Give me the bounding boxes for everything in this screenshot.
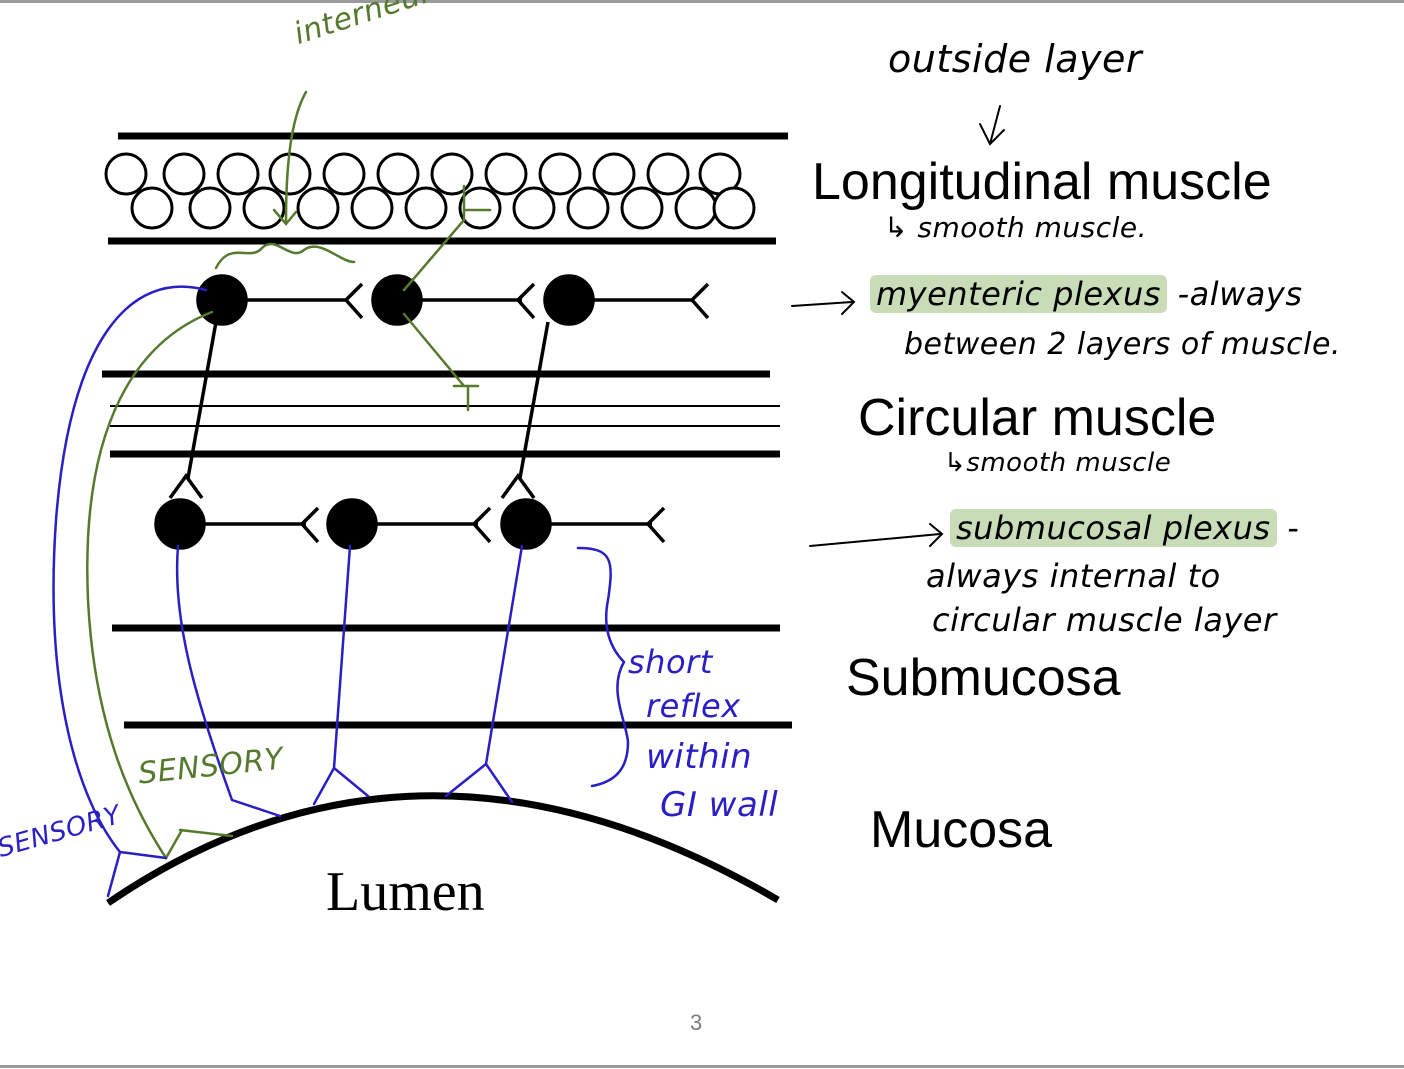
submucosal-afferent-1 xyxy=(175,544,282,818)
slide-top-border xyxy=(0,0,1404,3)
muscle-cell xyxy=(646,152,690,196)
submucosal-neurons xyxy=(154,498,666,550)
muscle-cell xyxy=(104,152,148,196)
muscle-cell xyxy=(188,186,232,230)
green-annotations xyxy=(86,90,492,860)
short-reflex-bracket xyxy=(576,546,630,788)
outside-layer-arrow xyxy=(979,105,1005,146)
longitudinal-muscle-label: Longitudinal muscle xyxy=(812,153,1272,211)
myenteric-neuron-1 xyxy=(196,274,248,326)
submucosal-afferent-2 xyxy=(312,544,370,806)
myenteric-neuron-3 xyxy=(543,274,595,326)
muscle-cell xyxy=(512,186,556,230)
muscle-cell xyxy=(620,186,664,230)
short-reflex-note-4: GI wall xyxy=(660,785,779,825)
outside-layer-note: outside layer xyxy=(888,37,1143,81)
muscle-cell xyxy=(350,186,394,230)
muscle-cell xyxy=(162,152,206,196)
sensory-blue-path xyxy=(52,285,208,854)
submucosal-plexus-rest: - xyxy=(1276,509,1300,547)
muscle-cell xyxy=(322,152,366,196)
short-reflex-note-3: within xyxy=(646,737,753,777)
mucosa-label: Mucosa xyxy=(870,801,1053,859)
blue-annotations xyxy=(52,285,630,898)
muscle-cell xyxy=(538,152,582,196)
submucosa-label: Submucosa xyxy=(846,649,1121,707)
myenteric-arrow xyxy=(791,291,856,315)
submucosal-location-note-2: circular muscle layer xyxy=(932,601,1277,639)
muscle-cell xyxy=(268,152,312,196)
mucosa-curve xyxy=(106,792,780,906)
muscle-cell xyxy=(404,186,448,230)
submucosal-neuron-2 xyxy=(326,498,378,550)
submucosal-arrow xyxy=(809,523,944,547)
muscle-cell xyxy=(376,152,420,196)
short-reflex-note-2: reflex xyxy=(646,687,741,725)
page-number: 3 xyxy=(690,1010,703,1035)
longitudinal-smooth-note: ↳ smooth muscle. xyxy=(884,211,1148,244)
muscle-cell xyxy=(458,186,502,230)
myenteric-plexus-highlight: myenteric plexus xyxy=(870,275,1167,313)
circular-smooth-note: ↳smooth muscle xyxy=(944,448,1172,478)
muscle-cell xyxy=(484,152,528,196)
myenteric-plexus-note: myenteric plexus -always xyxy=(870,275,1303,313)
muscle-cell xyxy=(712,186,756,230)
myenteric-neurons xyxy=(168,274,710,500)
muscle-cell xyxy=(296,186,340,230)
sensory-green-path xyxy=(86,310,214,860)
myenteric-neuron-2 xyxy=(371,274,423,326)
longitudinal-muscle-cells xyxy=(104,152,756,230)
short-reflex-note-1: short xyxy=(628,643,713,681)
muscle-cell xyxy=(674,186,718,230)
circular-muscle-label: Circular muscle xyxy=(858,389,1217,447)
myenteric-location-note: between 2 layers of muscle. xyxy=(904,327,1341,362)
muscle-cell xyxy=(216,152,260,196)
muscle-cell xyxy=(242,186,286,230)
interneuron-arrow xyxy=(284,90,308,224)
muscle-cell xyxy=(566,186,610,230)
submucosal-neuron-1 xyxy=(154,498,206,550)
myenteric-plexus-rest: -always xyxy=(1166,275,1303,313)
black-annotation-arrows xyxy=(791,105,1005,547)
slide-bottom-border xyxy=(0,1065,1404,1068)
submucosal-afferent-3 xyxy=(444,544,524,804)
interneuron-branch xyxy=(402,184,492,412)
submucosal-neuron-3 xyxy=(500,498,552,550)
lumen-label: Lumen xyxy=(326,861,485,923)
muscle-cell xyxy=(592,152,636,196)
muscle-cell xyxy=(430,152,474,196)
submucosal-plexus-highlight: submucosal plexus xyxy=(950,509,1277,547)
submucosal-location-note-1: always internal to xyxy=(926,557,1221,595)
muscle-cell xyxy=(130,186,174,230)
interneuron-squiggle xyxy=(214,242,356,270)
submucosal-plexus-note: submucosal plexus - xyxy=(950,509,1300,547)
